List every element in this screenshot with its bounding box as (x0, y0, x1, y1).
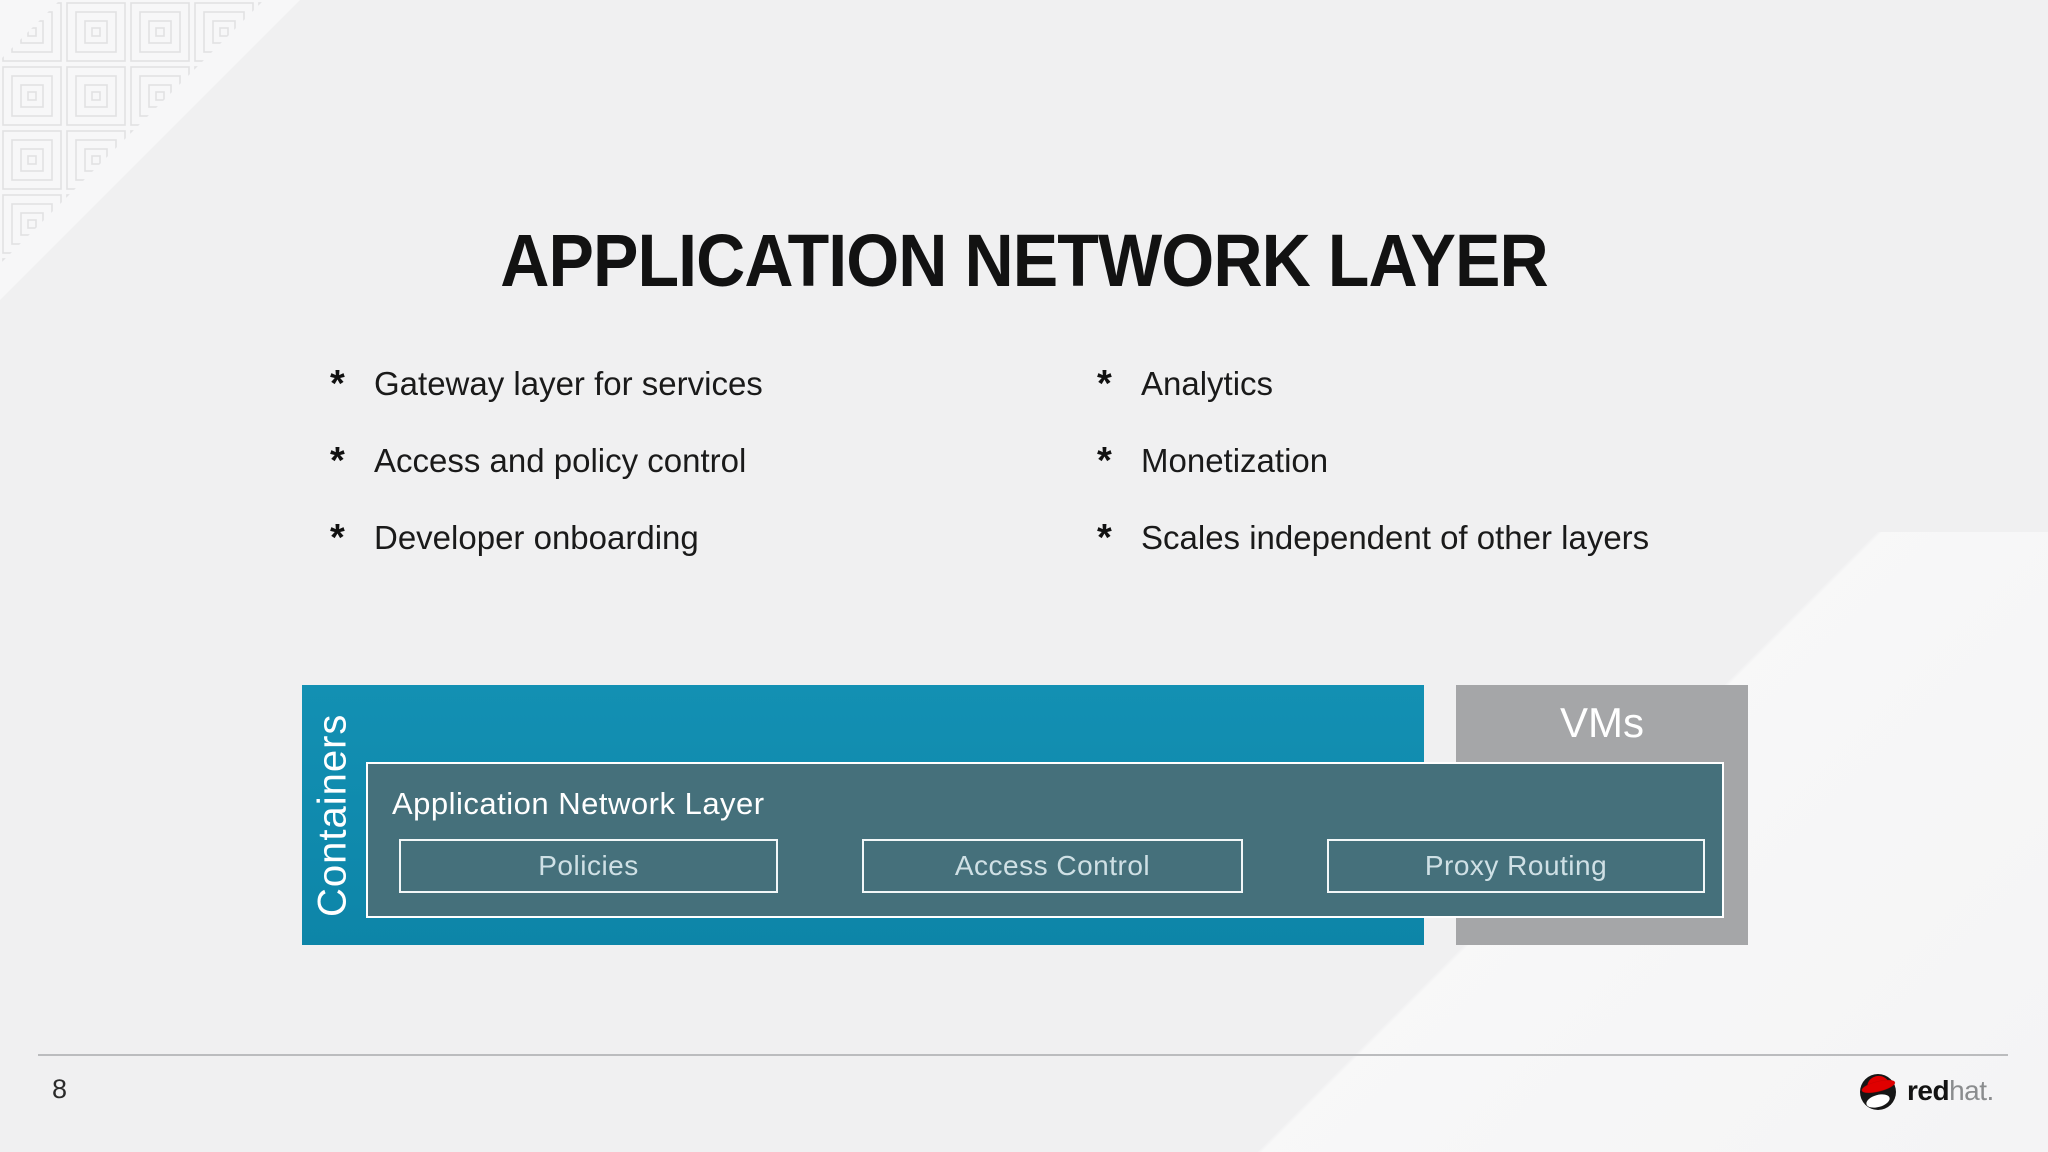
policies-box: Policies (399, 839, 778, 893)
access-control-box: Access Control (862, 839, 1243, 893)
bullet-marker: * (330, 363, 345, 405)
bullet-text: Gateway layer for services (374, 365, 763, 402)
bullet-marker: * (330, 517, 345, 559)
slide-title: APPLICATION NETWORK LAYER (500, 218, 1548, 302)
bullet-text: Monetization (1141, 442, 1329, 479)
application-network-layer-label: Application Network Layer (392, 786, 765, 821)
bullet-item: * Developer onboarding (330, 516, 763, 560)
corner-squares-pattern (0, 0, 300, 300)
bullet-marker: * (1097, 440, 1112, 482)
bullet-item: * Access and policy control (330, 439, 763, 483)
bullet-item: * Monetization (1097, 439, 1649, 483)
bullet-item: * Analytics (1097, 362, 1649, 406)
redhat-hat-icon (1860, 1074, 1896, 1110)
bullet-marker: * (1097, 517, 1112, 559)
bullet-marker: * (1097, 363, 1112, 405)
bullet-text: Scales independent of other layers (1141, 519, 1650, 556)
bullet-text: Analytics (1141, 365, 1274, 402)
bullet-marker: * (330, 440, 345, 482)
proxy-routing-box: Proxy Routing (1327, 839, 1705, 893)
vms-label: VMs (1560, 699, 1644, 746)
bullet-list-right: * Analytics * Monetization * Scales inde… (1097, 362, 1649, 593)
footer-divider (38, 1054, 2008, 1056)
bullet-item: * Scales independent of other layers (1097, 516, 1649, 560)
application-network-layer-box: Application Network Layer Policies Acces… (366, 762, 1724, 918)
containers-label: Containers (310, 713, 355, 917)
redhat-wordmark: redhat. (1907, 1075, 1994, 1106)
bullet-item: * Gateway layer for services (330, 362, 763, 406)
bullet-list-left: * Gateway layer for services * Access an… (330, 362, 763, 593)
bullet-text: Access and policy control (374, 442, 747, 479)
redhat-logo: redhat. (1858, 1068, 1994, 1114)
bullet-text: Developer onboarding (374, 519, 699, 556)
page-number: 8 (52, 1074, 68, 1104)
